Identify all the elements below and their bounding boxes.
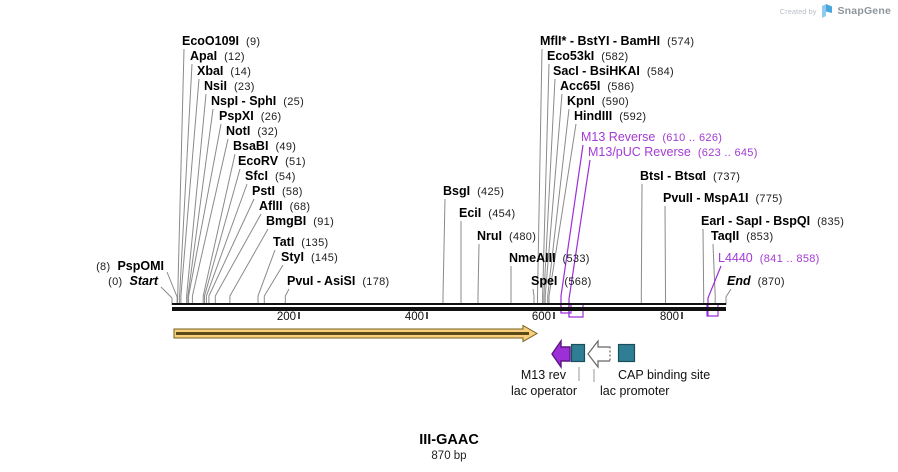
site-eari-sapi-bspqi[interactable]: EarI - SapI - BspQI(835): [701, 214, 845, 229]
leader-lines-top-right: [537, 48, 577, 305]
created-by-text: Created by: [779, 6, 817, 16]
site-hindiii[interactable]: HindIII(592): [574, 109, 647, 124]
site-ecii[interactable]: EciI(454): [459, 206, 516, 221]
site-bsgi[interactable]: BsgI(425): [443, 184, 505, 199]
site-kpni[interactable]: KpnI(590): [567, 94, 629, 109]
site-pvuii-mspa1i[interactable]: PvuII - MspA1I(775): [663, 191, 783, 206]
primer-m13-puc-reverse[interactable]: M13/pUC Reverse(623 .. 645): [588, 145, 758, 160]
label-m13-rev[interactable]: M13 rev: [520, 368, 566, 382]
snapgene-brand-text: SnapGene: [837, 5, 891, 17]
site-btsi-btsai[interactable]: BtsI - BtsαI(737): [640, 169, 741, 184]
cap-binding-site-box[interactable]: [617, 343, 636, 363]
site-end[interactable]: End(870): [727, 274, 785, 289]
site-nmeaiii[interactable]: NmeAIII(533): [509, 251, 590, 266]
site-pspomi[interactable]: (8)PspOMI: [96, 259, 164, 274]
site-tati[interactable]: TatI(135): [273, 235, 329, 250]
leader-lines-right: [640, 183, 732, 305]
ruler-label-400: 400: [404, 311, 424, 323]
sequence-name: III-GAAC: [419, 432, 479, 448]
m13-rev-arrow[interactable]: [551, 338, 571, 370]
site-ecorv[interactable]: EcoRV(51): [238, 154, 306, 169]
ruler-ticks: [298, 312, 683, 319]
sequence-line-bottom: [172, 307, 726, 311]
lac-promoter-arrow[interactable]: [587, 339, 611, 369]
site-ecoo109i[interactable]: EcoO109I(9): [182, 34, 261, 49]
site-sfci[interactable]: SfcI(54): [245, 169, 296, 184]
sequence-length: 870 bp: [431, 450, 467, 462]
site-taqii[interactable]: TaqII(853): [711, 229, 774, 244]
site-nrui[interactable]: NruI(480): [477, 229, 537, 244]
site-noti[interactable]: NotI(32): [226, 124, 279, 139]
leader-lines-left: [160, 48, 290, 305]
ruler-label-200: 200: [276, 311, 296, 323]
site-mfli-bstyi-bamhi[interactable]: MflI* - BstYI - BamHI(574): [540, 34, 695, 49]
site-pspxi[interactable]: PspXI(26): [219, 109, 282, 124]
site-xbai[interactable]: XbaI(14): [197, 64, 252, 79]
primer-m13-reverse[interactable]: M13 Reverse(610 .. 626): [581, 130, 723, 145]
leader-lines-middle: [442, 198, 535, 305]
gold-feature-arrow[interactable]: [173, 324, 539, 343]
ruler-label-800: 800: [659, 311, 679, 323]
site-spei[interactable]: SpeI(568): [531, 274, 592, 289]
sequence-line-top: [172, 303, 726, 305]
lac-operator-box[interactable]: [570, 343, 586, 363]
site-acc65i[interactable]: Acc65I(586): [560, 79, 635, 94]
site-nsii[interactable]: NsiI(23): [204, 79, 255, 94]
label-cap-binding-site[interactable]: CAP binding site: [618, 368, 711, 382]
label-lac-operator[interactable]: lac operator: [510, 384, 577, 398]
label-lac-promoter[interactable]: lac promoter: [600, 384, 670, 398]
site-psti[interactable]: PstI(58): [252, 184, 303, 199]
snapgene-logo-icon: [822, 4, 833, 18]
snapgene-branding: Created by SnapGene: [780, 4, 891, 18]
site-eco53ki[interactable]: Eco53kI(582): [547, 49, 629, 64]
feature-label-connectors: [578, 367, 595, 382]
site-pvui-asisi[interactable]: PvuI - AsiSI(178): [287, 274, 390, 289]
site-apai[interactable]: ApaI(12): [190, 49, 245, 64]
primer-l4440[interactable]: L4440(841 .. 858): [718, 251, 820, 266]
site-nspi-sphi[interactable]: NspI - SphI(25): [211, 94, 305, 109]
site-bmgbi[interactable]: BmgBI(91): [266, 214, 335, 229]
site-aflii[interactable]: AflII(68): [259, 199, 311, 214]
site-saci-bsihkai[interactable]: SacI - BsiHKAI(584): [553, 64, 675, 79]
site-start[interactable]: (0)Start: [108, 274, 158, 289]
site-bsabi[interactable]: BsaBI(49): [233, 139, 297, 154]
ruler-label-600: 600: [531, 311, 551, 323]
site-styi[interactable]: StyI(145): [281, 250, 339, 265]
